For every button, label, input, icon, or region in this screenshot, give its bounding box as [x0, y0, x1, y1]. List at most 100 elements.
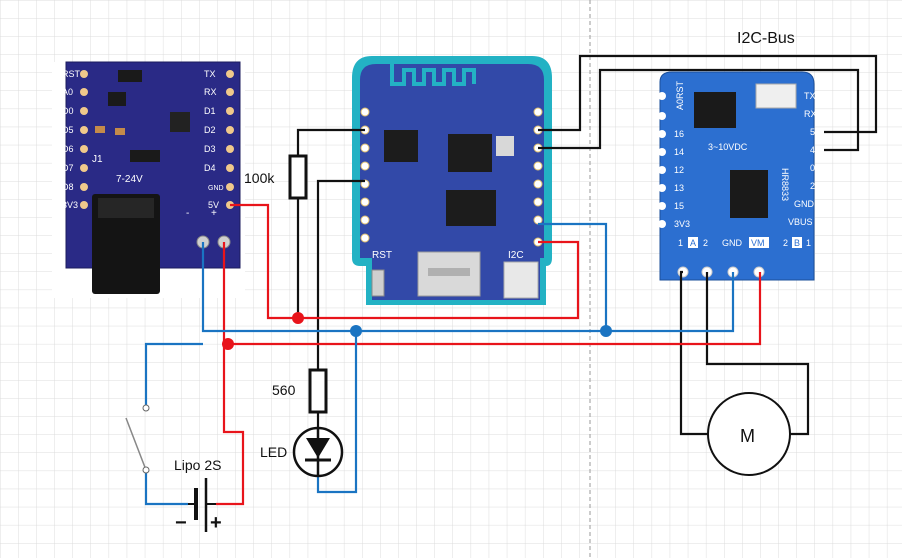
junction-blue-b	[600, 325, 612, 337]
motor-bottom-label-5: 2	[783, 238, 788, 248]
battery-symbol	[188, 478, 216, 532]
wemos-chip-flash	[446, 190, 496, 226]
wemos-board: RST I2C	[352, 56, 552, 305]
led-symbol	[292, 426, 344, 478]
motor-pin-label-right-4: 0	[810, 163, 815, 173]
label-motor: M	[740, 426, 755, 446]
wire-blue-wemos-gnd	[538, 222, 608, 331]
power-pin-label-left-0: RST	[62, 69, 81, 79]
power-ic-top	[118, 70, 142, 82]
power-pin-label-left-7: 3V3	[62, 200, 78, 210]
wemos-silk-i2c: I2C	[508, 250, 524, 261]
wire-blue-gnd-bus	[201, 242, 735, 333]
power-pin-label-right-2: D1	[204, 106, 216, 116]
power-pin-label-right-7: 5V	[208, 200, 219, 210]
junction-blue-a	[350, 325, 362, 337]
wire-red-vm	[228, 272, 762, 346]
power-pin-label-left-3: D5	[62, 125, 74, 135]
motor-pin-label-left-3: 12	[674, 165, 684, 175]
motor-pin-label-right-3: 4	[810, 145, 815, 155]
junction-red-a	[292, 312, 304, 324]
wire-red-5v-bus	[230, 203, 580, 320]
wire-motor-a2	[705, 272, 810, 436]
wemos-chip-regulator	[384, 130, 418, 162]
motor-bottom-label-2: 2	[703, 238, 708, 248]
power-pin-label-left-1: A0	[62, 87, 73, 97]
wire-blue-switch-bottom	[144, 470, 188, 506]
power-pin-label-right-0: TX	[204, 69, 216, 79]
power-silk-voltage: 7-24V	[116, 174, 143, 185]
power-ic-mid	[108, 92, 126, 106]
motor-pin-label-left-0: A0RST	[675, 80, 685, 110]
power-smd-b	[95, 126, 105, 133]
wemos-reset-button	[371, 269, 385, 297]
power-pin-label-right-1: RX	[204, 87, 217, 97]
wemos-chip-esp	[448, 134, 492, 172]
motor-pin-label-left-4: 13	[674, 183, 684, 193]
motor-right-pin-holes	[820, 92, 828, 226]
power-pin-label-right-3: D2	[204, 125, 216, 135]
power-silk-minus: -	[186, 208, 189, 219]
motor-pin-label-left-5: 15	[674, 201, 684, 211]
power-pin-label-left-5: D7	[62, 163, 74, 173]
label-battery: Lipo 2S	[174, 457, 221, 473]
wemos-left-pins	[360, 107, 370, 243]
motor-pin-label-right-0: TX	[804, 91, 816, 101]
motor-left-pin-holes	[658, 92, 666, 228]
power-pin-label-left-2: D0	[62, 106, 74, 116]
motor-pin-label-right-7: VBUS	[788, 217, 813, 227]
wire-a0-to-100k	[296, 128, 365, 156]
wire-motor-a1	[679, 270, 708, 436]
motor-pin-label-right-2: 5	[810, 127, 815, 137]
wire-red-battery-plus	[216, 242, 245, 506]
wemos-right-pins	[533, 107, 543, 247]
label-battery-plus: +	[210, 512, 222, 534]
motor-pin-label-left-2: 14	[674, 147, 684, 157]
motor-pin-label-right-6: GND	[794, 199, 815, 209]
label-i2c-bus: I2C-Bus	[737, 30, 795, 47]
motor-pin-label-left-6: 3V3	[674, 219, 690, 229]
wire-i2c-scl	[538, 54, 878, 134]
power-silk-plus: +	[211, 208, 217, 219]
power-smd-a	[115, 128, 125, 135]
motor-connector-top	[755, 83, 797, 109]
motor-chip-hr8833	[730, 170, 768, 218]
motor-bottom-label-4: VM	[751, 238, 765, 248]
wire-i2c-sda	[538, 68, 860, 152]
motor-bottom-label-7: 1	[806, 238, 811, 248]
label-resistor-560: 560	[272, 382, 296, 398]
switch-contact-bottom	[142, 466, 150, 474]
dc-barrel-jack	[92, 194, 160, 294]
label-led: LED	[260, 444, 287, 460]
motor-pin-label-right-1: RX	[804, 109, 817, 119]
power-inductor	[170, 112, 190, 132]
wemos-silk-rst: RST	[372, 250, 392, 261]
motor-silk-voltage: 3~10VDC	[708, 142, 748, 152]
motor-bottom-label-1: A	[690, 238, 696, 248]
motor-bottom-label-6: B	[794, 238, 800, 248]
motor-shield-board: A0RST 16 14 12 13 15 3V3 TX RX 5 4 0 2 G…	[658, 71, 828, 281]
wire-blue-led-return	[316, 331, 358, 494]
motor-symbol	[707, 392, 791, 476]
power-pin-label-right-5: D4	[204, 163, 216, 173]
wemos-crystal	[496, 136, 514, 156]
motor-bottom-label-3: GND	[722, 238, 743, 248]
power-pin-label-right-6: GND	[208, 185, 224, 192]
wire-blue-switch-top	[144, 342, 203, 408]
motor-chip-top	[694, 92, 736, 128]
resistor-560	[308, 368, 328, 414]
wemos-i2c-connector	[503, 261, 539, 299]
label-battery-minus: −	[175, 512, 187, 534]
motor-pin-label-left-1: 16	[674, 129, 684, 139]
power-shield-board: RST A0 D0 D5 D6 D7 D8 3V3 TX RX D1 D2 D3…	[52, 61, 245, 298]
resistor-100k	[288, 154, 308, 200]
power-pin-label-left-4: D6	[62, 144, 74, 154]
power-silk-j1: J1	[92, 154, 103, 165]
junction-red-b	[222, 338, 234, 350]
wire-d-to-560	[316, 179, 365, 370]
power-left-pin-holes	[80, 70, 88, 209]
power-right-pin-holes	[226, 70, 234, 209]
motor-bottom-label-0: 1	[678, 238, 683, 248]
power-pin-label-left-6: D8	[62, 182, 74, 192]
